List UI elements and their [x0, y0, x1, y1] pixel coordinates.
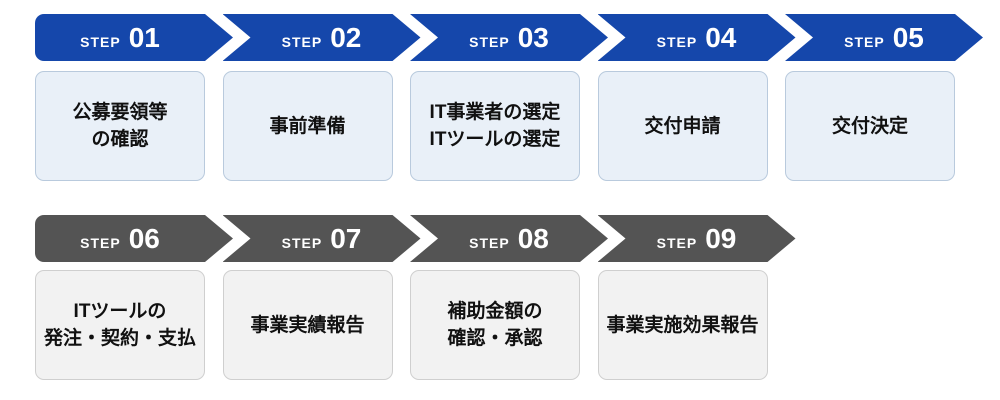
step-label: STEP [469, 34, 510, 50]
step-01-chevron: STEP 01 [35, 14, 233, 61]
step-number: 02 [330, 22, 362, 53]
step-label: STEP [281, 34, 323, 50]
step-number: 06 [128, 223, 160, 254]
step-label: STEP [656, 235, 698, 251]
step-label: STEP [281, 235, 323, 251]
step-number: 04 [705, 22, 737, 53]
step-05-chevron: STEP 05 [785, 14, 983, 61]
step-09-chevron: STEP 09 [597, 215, 796, 262]
step-03-chevron: STEP 03 [410, 14, 608, 61]
step-08-box: 補助金額の 確認・承認 [410, 270, 580, 380]
step-03-box: IT事業者の選定 ITツールの選定 [410, 71, 580, 181]
step-04-box: 交付申請 [597, 71, 768, 181]
step-number: 03 [517, 22, 549, 53]
step-01-box: 公募要領等 の確認 [35, 71, 205, 181]
step-05-box: 交付決定 [785, 71, 955, 181]
step-08-chevron: STEP 08 [410, 215, 608, 262]
step-label: STEP [80, 235, 121, 251]
step-07-chevron: STEP 07 [222, 215, 421, 262]
step-number: 09 [705, 223, 737, 254]
step-number: 05 [892, 22, 924, 53]
step-06-box: ITツールの 発注・契約・支払 [35, 270, 205, 380]
step-09-box: 事業実施効果報告 [597, 270, 768, 380]
step-label: STEP [469, 235, 510, 251]
step-02-box: 事前準備 [222, 71, 393, 181]
step-04-chevron: STEP 04 [597, 14, 796, 61]
step-label: STEP [656, 34, 698, 50]
step-number: 07 [330, 223, 362, 254]
step-07-box: 事業実績報告 [222, 270, 393, 380]
step-label: STEP [80, 34, 121, 50]
step-number: 08 [517, 223, 549, 254]
step-number: 01 [128, 22, 160, 53]
step-02-chevron: STEP 02 [222, 14, 421, 61]
step-label: STEP [844, 34, 885, 50]
step-06-chevron: STEP 06 [35, 215, 233, 262]
